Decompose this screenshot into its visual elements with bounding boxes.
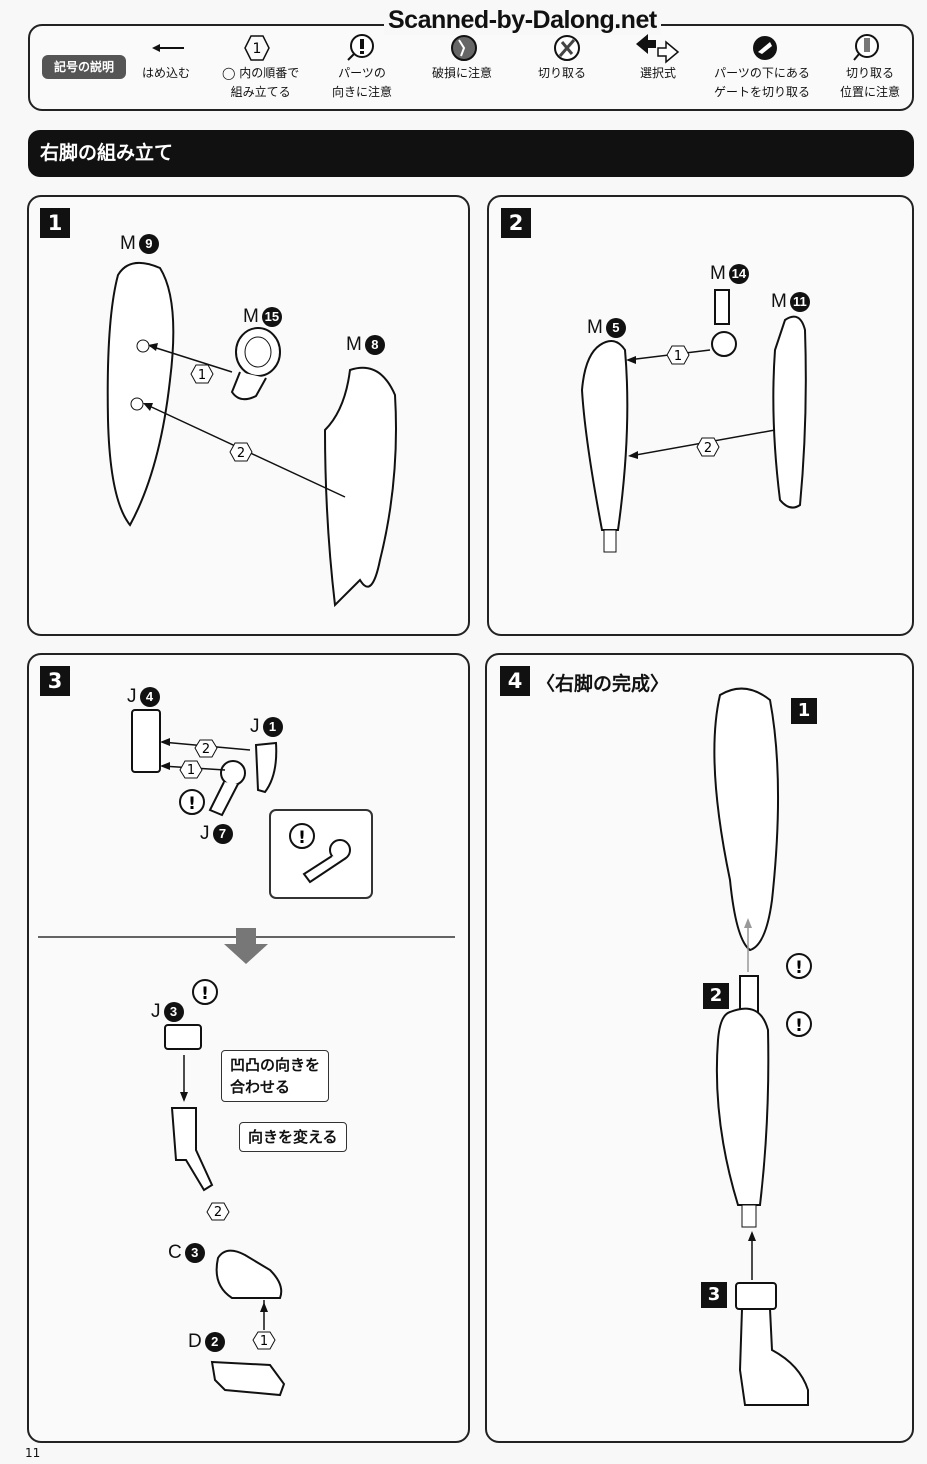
callout-align-notch: 凹凸の向きを合わせる: [221, 1050, 330, 1102]
legend-label-gate: パーツの下にあるゲートを切り取る: [714, 66, 811, 99]
svg-text:1: 1: [260, 1334, 268, 1349]
step-4-diagram: ! !: [713, 687, 812, 1406]
cut-icon: [554, 35, 580, 61]
svg-text:!: !: [188, 794, 196, 814]
step-1-panel: [27, 195, 470, 636]
svg-text:1: 1: [187, 763, 195, 778]
sub-step-number: 3: [701, 1282, 727, 1308]
sub-step-number: 2: [703, 983, 729, 1009]
hexagon-number-icon: 1: [244, 35, 270, 61]
break-warning-icon: [451, 35, 477, 61]
svg-text:!: !: [201, 984, 209, 1004]
svg-text:!: !: [298, 828, 306, 848]
legend-label-break: 破損に注意: [432, 66, 493, 80]
legend-title: 記号の説明: [42, 55, 126, 79]
legend-label-insert: はめ込む: [142, 66, 191, 80]
svg-text:1: 1: [253, 41, 262, 57]
svg-text:!: !: [795, 958, 803, 978]
step-number: 1: [40, 208, 70, 238]
svg-text:2: 2: [237, 446, 245, 461]
step-2-panel: [487, 195, 914, 636]
step-4-panel: [485, 653, 914, 1443]
svg-text:!: !: [795, 1016, 803, 1036]
svg-text:2: 2: [202, 742, 210, 757]
exclamation-icon: [347, 34, 374, 61]
legend-label-orientation: パーツの向きに注意: [332, 66, 393, 99]
watermark: Scanned-by-Dalong.net: [384, 6, 661, 35]
gate-cut-icon: [753, 36, 777, 60]
step-1-diagram: 1 2: [106, 261, 397, 608]
callout-change-direction: 向きを変える: [239, 1122, 347, 1152]
page-number: 11: [25, 1446, 41, 1460]
step-3-panel: [27, 653, 470, 1443]
svg-text:1: 1: [198, 368, 206, 383]
choice-arrows-icon: [636, 34, 680, 64]
legend-label-cut-position: 切り取る位置に注意: [840, 66, 901, 99]
legend-label-choice: 選択式: [640, 66, 677, 80]
legend-label-order: ◯ 内の順番で組み立てる: [222, 66, 300, 99]
step-3-diagram: 2 1 ! ! ! 2 1: [38, 709, 455, 1397]
cut-position-icon: [853, 34, 879, 61]
svg-text:2: 2: [214, 1205, 222, 1220]
sub-step-number: 1: [791, 698, 817, 724]
step-number: 3: [40, 666, 70, 696]
svg-text:2: 2: [704, 441, 712, 456]
step-number: 2: [501, 208, 531, 238]
section-title: 右脚の組み立て: [28, 130, 914, 177]
step-number: 4: [500, 666, 530, 696]
arrow-left-icon: [152, 44, 184, 52]
svg-text:1: 1: [674, 349, 682, 364]
step-2-diagram: 1 2: [580, 289, 807, 553]
step-title: 〈右脚の完成〉: [536, 673, 670, 695]
legend-label-cut: 切り取る: [538, 66, 587, 80]
